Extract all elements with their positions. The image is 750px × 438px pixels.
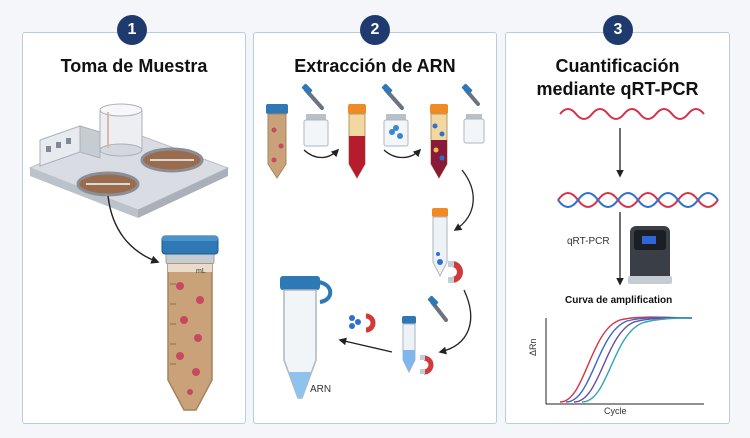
wash-tube-icon <box>432 208 448 278</box>
arrow-step-c <box>453 169 474 231</box>
cdna-helix-icon <box>557 192 719 208</box>
magnet-icon <box>448 261 463 283</box>
rna-strand-icon <box>559 108 705 120</box>
tube-unit-label: mL <box>196 268 206 275</box>
pipette-icon <box>427 295 448 322</box>
pipette-icon <box>381 83 404 110</box>
magnet-icon <box>420 355 434 375</box>
arn-label: ARN <box>310 384 332 395</box>
arrow-step-d <box>438 289 472 355</box>
step-title-3-line2: mediante qRT-PCR <box>536 79 699 99</box>
amplification-plot <box>545 316 704 405</box>
rna-tube-icon <box>280 276 333 399</box>
arrow-sample-to-tube <box>107 195 160 264</box>
curve-purple <box>573 317 693 403</box>
step-title-3-line1: Cuantificación <box>555 56 680 76</box>
arrow-step-e <box>338 337 393 353</box>
beads-tube-icon <box>430 104 448 180</box>
pipette-icon <box>461 83 480 106</box>
step-badge-3: 3 <box>603 15 633 45</box>
step-title-1: Toma de Muestra <box>60 56 208 76</box>
curve-title: Curva de amplification <box>565 295 673 306</box>
x-axis-label: Cycle <box>604 406 627 416</box>
curve-red <box>559 316 693 403</box>
sample-tube-icon <box>266 104 288 179</box>
curve-teal <box>581 317 693 403</box>
magnet-beads-icon <box>349 313 376 333</box>
vial-icon <box>463 114 485 144</box>
qpcr-instrument-icon <box>628 226 672 284</box>
beads-vial-icon <box>383 114 409 147</box>
wastewater-plant-icon <box>28 103 230 218</box>
vial-icon <box>303 114 329 147</box>
arrow-step-b <box>383 148 422 159</box>
step-title-2: Extracción de ARN <box>294 56 456 76</box>
panel-qrtpcr-quantification <box>505 32 730 424</box>
arrow-step-a <box>303 148 340 159</box>
y-axis-label: ΔRn <box>528 338 538 356</box>
elution-tube-icon <box>402 316 416 374</box>
lysis-tube-icon <box>348 104 366 180</box>
step-badge-2: 2 <box>360 15 390 45</box>
pipette-icon <box>301 83 324 110</box>
step-badge-1: 1 <box>117 15 147 45</box>
conical-tube-icon <box>161 235 219 411</box>
curve-blue <box>565 316 693 403</box>
qrtpcr-label: qRT-PCR <box>567 236 610 247</box>
